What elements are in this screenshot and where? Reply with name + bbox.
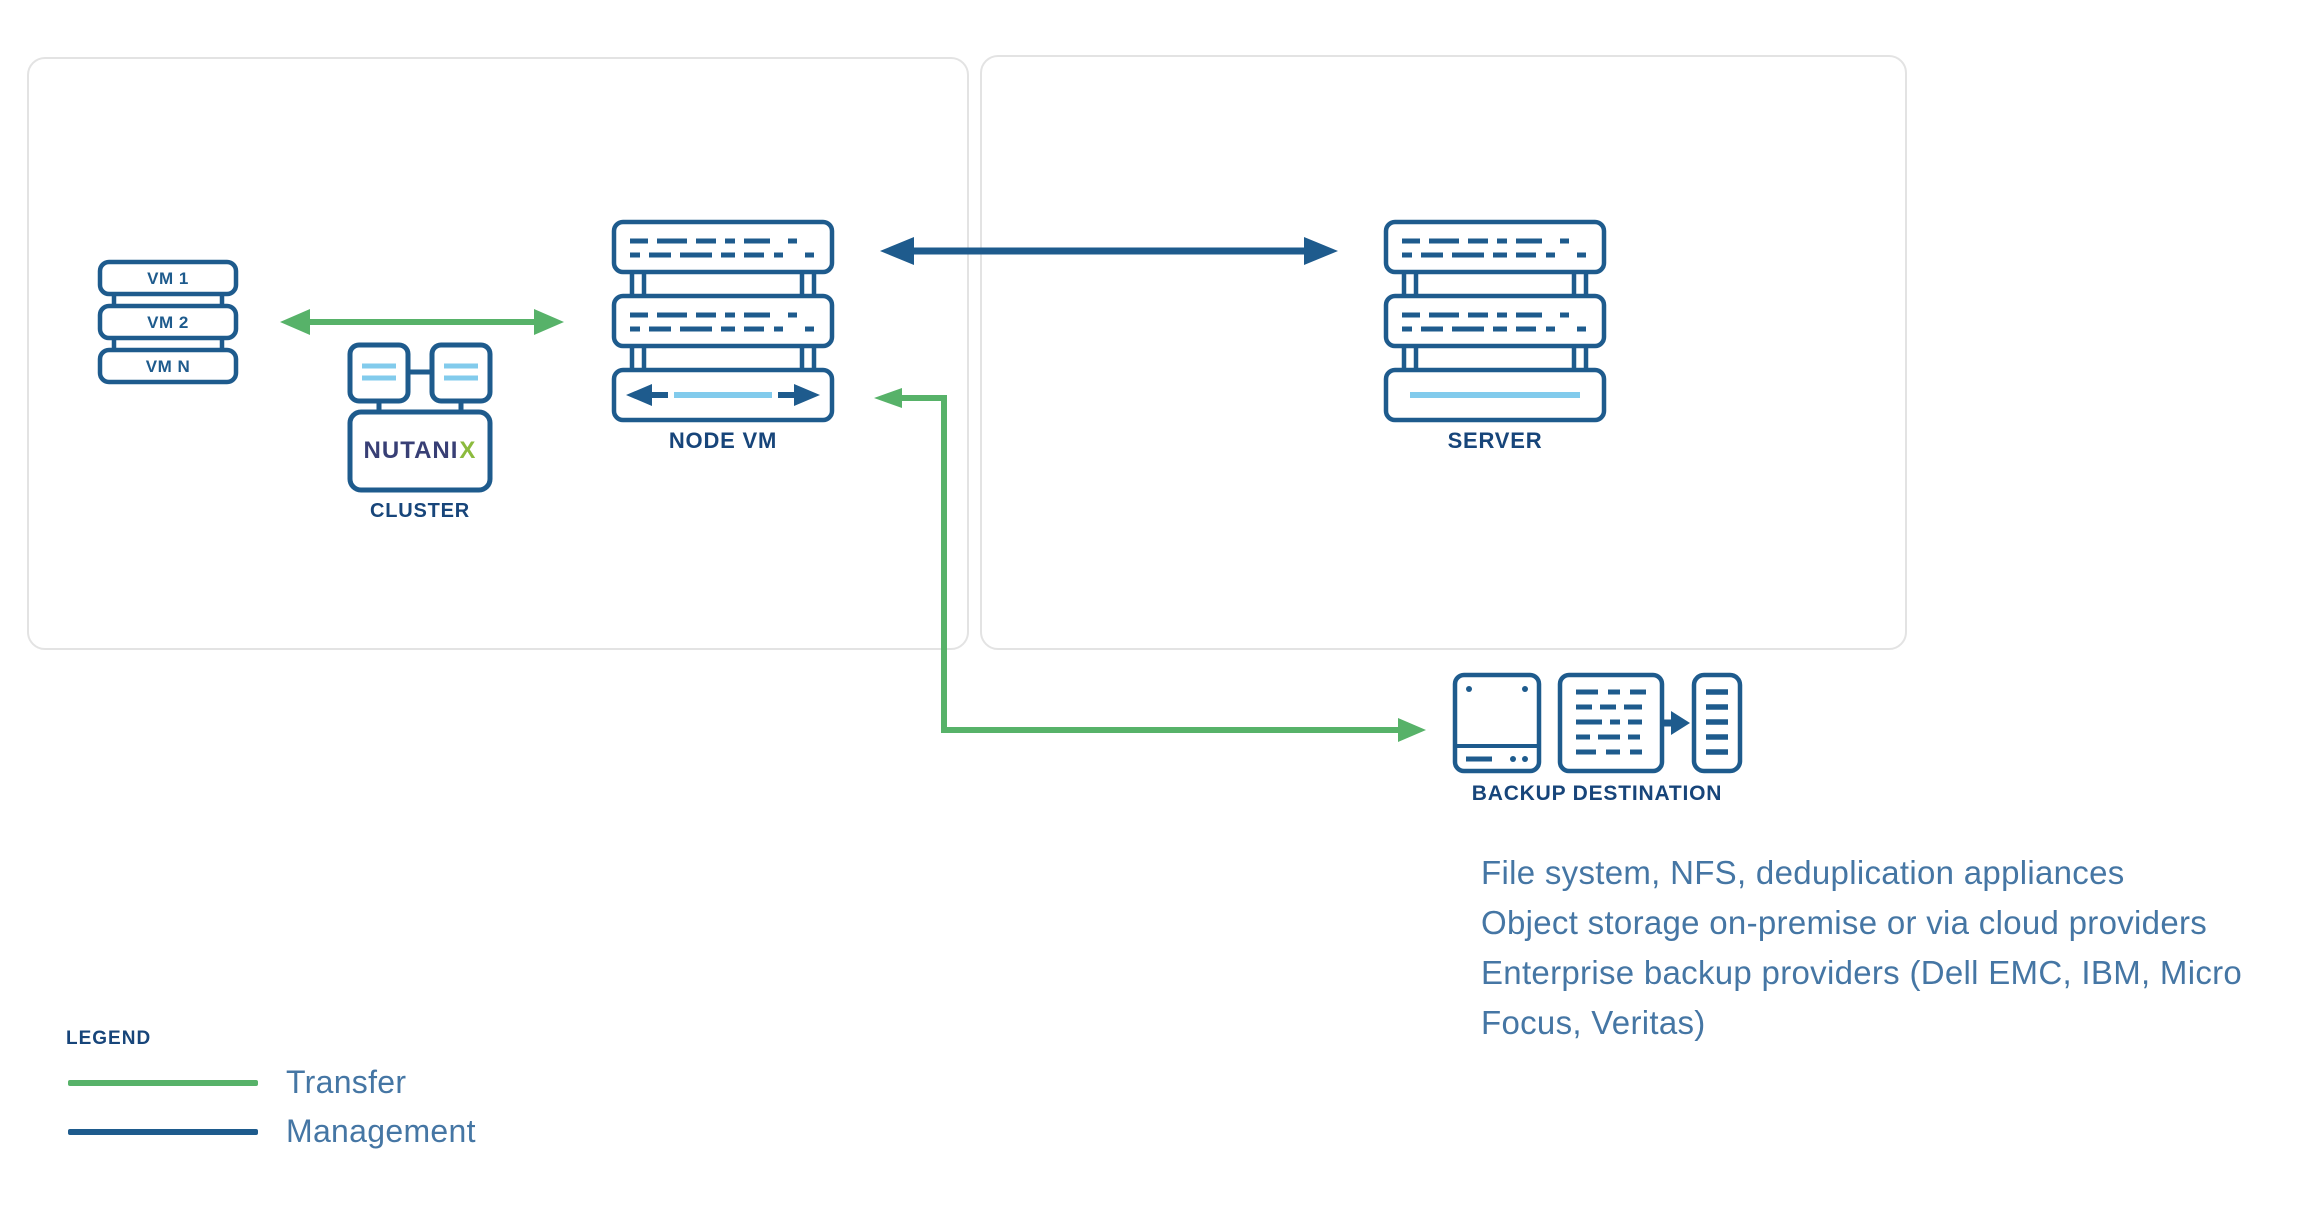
backup-description-line: File system, NFS, deduplication applianc… xyxy=(1481,854,2125,891)
transfer-arrow-vm-node xyxy=(280,309,564,335)
tape-icon xyxy=(1691,672,1743,774)
transfer-line-swatch xyxy=(68,1079,258,1086)
nutanix-logo-text: NUTANI xyxy=(363,437,459,464)
legend-title: LEGEND xyxy=(66,1028,152,1049)
management-label: Management xyxy=(286,1113,476,1149)
vm-stack-icon: VM 1 VM 2 VM N xyxy=(97,259,239,385)
vm1-label: VM 1 xyxy=(147,269,189,288)
node-vm-label: NODE VM xyxy=(668,428,778,453)
transfer-label: Transfer xyxy=(286,1064,407,1100)
disk-icon xyxy=(1452,672,1542,774)
server-icon xyxy=(1383,219,1607,423)
backup-destination-label: BACKUP DESTINATION xyxy=(1471,782,1723,805)
backup-destination-icons xyxy=(1452,672,1743,774)
management-line-swatch xyxy=(68,1128,258,1135)
backup-description-line: Object storage on-premise or via cloud p… xyxy=(1481,904,2208,941)
vmn-label: VM N xyxy=(146,357,191,376)
backup-description: File system, NFS, deduplication applianc… xyxy=(1481,848,2304,1048)
vm2-label: VM 2 xyxy=(147,313,189,332)
cluster-label: CLUSTER xyxy=(369,500,471,522)
transfer-arrow-node-backup xyxy=(874,388,1426,742)
management-arrow-node-server xyxy=(880,237,1338,265)
data-block-icon xyxy=(1557,672,1665,774)
legend: Transfer Management xyxy=(68,1058,476,1156)
legend-row-transfer: Transfer xyxy=(68,1058,476,1107)
legend-row-management: Management xyxy=(68,1107,476,1156)
server-label: SERVER xyxy=(1447,428,1543,453)
nutanix-logo-x: X xyxy=(459,437,477,464)
node-vm-icon xyxy=(611,219,835,423)
cluster-icon xyxy=(347,342,493,493)
server-panel xyxy=(980,55,1907,650)
backup-description-line: Enterprise backup providers (Dell EMC, I… xyxy=(1481,954,2243,1041)
copy-arrow-icon xyxy=(1663,711,1690,735)
